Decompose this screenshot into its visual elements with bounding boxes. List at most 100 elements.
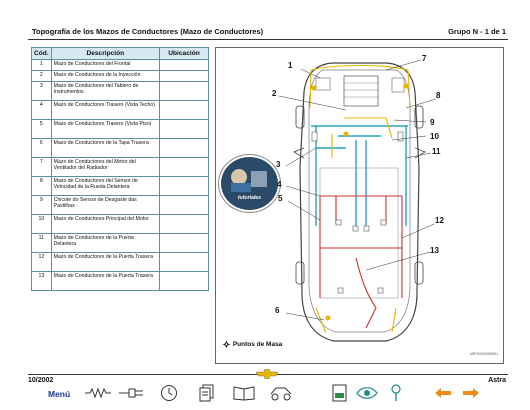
row-location xyxy=(159,100,209,120)
callout-4: 4 xyxy=(277,180,282,189)
callout-12: 12 xyxy=(435,216,444,225)
column-header-description: Descripción xyxy=(50,47,161,60)
row-location xyxy=(159,70,209,82)
row-code: 2 xyxy=(31,70,52,82)
group-indicator: Grupo N - 1 de 1 xyxy=(448,27,506,36)
row-description: Chicote do Sensor de Desgaste das Pastil… xyxy=(50,195,161,215)
connectors xyxy=(311,131,404,294)
interior-cabin xyxy=(319,167,399,299)
row-code: 1 xyxy=(31,59,52,71)
back-arrow-icon[interactable] xyxy=(433,384,453,402)
callout-8: 8 xyxy=(436,91,441,100)
book-icon[interactable] xyxy=(232,384,256,402)
row-location xyxy=(159,214,209,234)
callout-3: 3 xyxy=(276,160,281,169)
column-header-location: Ubicación xyxy=(159,47,209,60)
row-code: 13 xyxy=(31,271,52,291)
row-location xyxy=(159,119,209,139)
spreadsheet-icon[interactable] xyxy=(330,384,350,402)
row-code: 5 xyxy=(31,119,52,139)
row-location xyxy=(159,157,209,177)
row-description: Mazo de Conductores de la Inyección xyxy=(50,70,161,82)
row-code: 10 xyxy=(31,214,52,234)
callout-11: 11 xyxy=(432,147,441,156)
harness-cyan xyxy=(311,125,408,226)
row-code: 7 xyxy=(31,157,52,177)
callout-6: 6 xyxy=(275,306,280,315)
diagram-code: MRT00000000001 xyxy=(469,352,498,356)
row-location xyxy=(159,252,209,272)
row-description: Mazo de Conductores del Motor del Ventil… xyxy=(50,157,161,177)
row-code: 4 xyxy=(31,100,52,120)
row-code: 3 xyxy=(31,81,52,101)
leader-lines xyxy=(278,59,437,321)
watermark-label: tutoriales xyxy=(237,195,262,201)
row-description: Mazo de Conductores de la Puerta Trasera xyxy=(50,271,161,291)
page-title: Topografía de los Mazos de Conductores (… xyxy=(32,27,264,36)
row-code: 12 xyxy=(31,252,52,272)
header-divider xyxy=(28,39,508,40)
car-body-outline xyxy=(299,62,420,342)
row-code: 11 xyxy=(31,233,52,253)
callout-7: 7 xyxy=(422,54,427,63)
row-code: 9 xyxy=(31,195,52,215)
car-inner-outline xyxy=(308,69,411,333)
chevrolet-logo xyxy=(254,368,280,380)
row-location xyxy=(159,176,209,196)
row-description: Mazo de Conductores de la Tapa Trasera xyxy=(50,138,161,158)
callout-10: 10 xyxy=(430,132,439,141)
row-location xyxy=(159,138,209,158)
car-harness-drawing xyxy=(278,59,437,342)
forward-arrow-icon[interactable] xyxy=(461,384,481,402)
row-location xyxy=(159,195,209,215)
document-stack-icon[interactable] xyxy=(198,384,216,402)
harness-red xyxy=(319,195,403,329)
callout-2: 2 xyxy=(272,89,277,98)
connector-icon[interactable] xyxy=(118,384,148,402)
callout-5: 5 xyxy=(278,194,283,203)
watermark-badge: tutoriales xyxy=(219,155,280,212)
probe-icon[interactable] xyxy=(388,384,404,402)
resistor-icon[interactable] xyxy=(84,384,112,402)
callout-13: 13 xyxy=(430,246,439,255)
eye-icon[interactable] xyxy=(355,384,379,402)
column-header-code: Cód. xyxy=(31,47,52,60)
footer-model: Astra xyxy=(488,377,506,384)
table-header-row: Cód. Descripción Ubicación xyxy=(31,47,209,60)
car-lift-icon[interactable] xyxy=(268,384,294,402)
row-description: Mazo de Conductores del Tablero de Instr… xyxy=(50,81,161,101)
ground-points xyxy=(311,83,409,321)
footer-date: 10/2002 xyxy=(28,377,54,384)
row-description: Mazo de Conductores del Sensor de Veloci… xyxy=(50,176,161,196)
ground-point-icon: ✧ xyxy=(222,340,231,351)
callout-1: 1 xyxy=(288,61,293,70)
legend-label: Puntos de Masa xyxy=(232,341,283,348)
row-location xyxy=(159,233,209,253)
row-description: Mazo de Conductores Trasero (Vista Piso) xyxy=(50,119,161,139)
ground-points-legend: ✧ Puntos de Masa xyxy=(222,340,282,351)
row-description: Mazo de Conductores de la Puerta Delante… xyxy=(50,233,161,253)
row-location xyxy=(159,59,209,71)
menu-button[interactable]: Menú xyxy=(48,389,71,399)
callout-9: 9 xyxy=(430,118,435,127)
row-description: Mazo de Conductores de la Puerta Trasera xyxy=(50,252,161,272)
clock-icon[interactable] xyxy=(159,384,179,402)
row-code: 8 xyxy=(31,176,52,196)
row-code: 6 xyxy=(31,138,52,158)
row-description: Mazo de Conductores Trasero (Vista Techo… xyxy=(50,100,161,120)
row-description: Mazo de Conductores del Frontal xyxy=(50,59,161,71)
